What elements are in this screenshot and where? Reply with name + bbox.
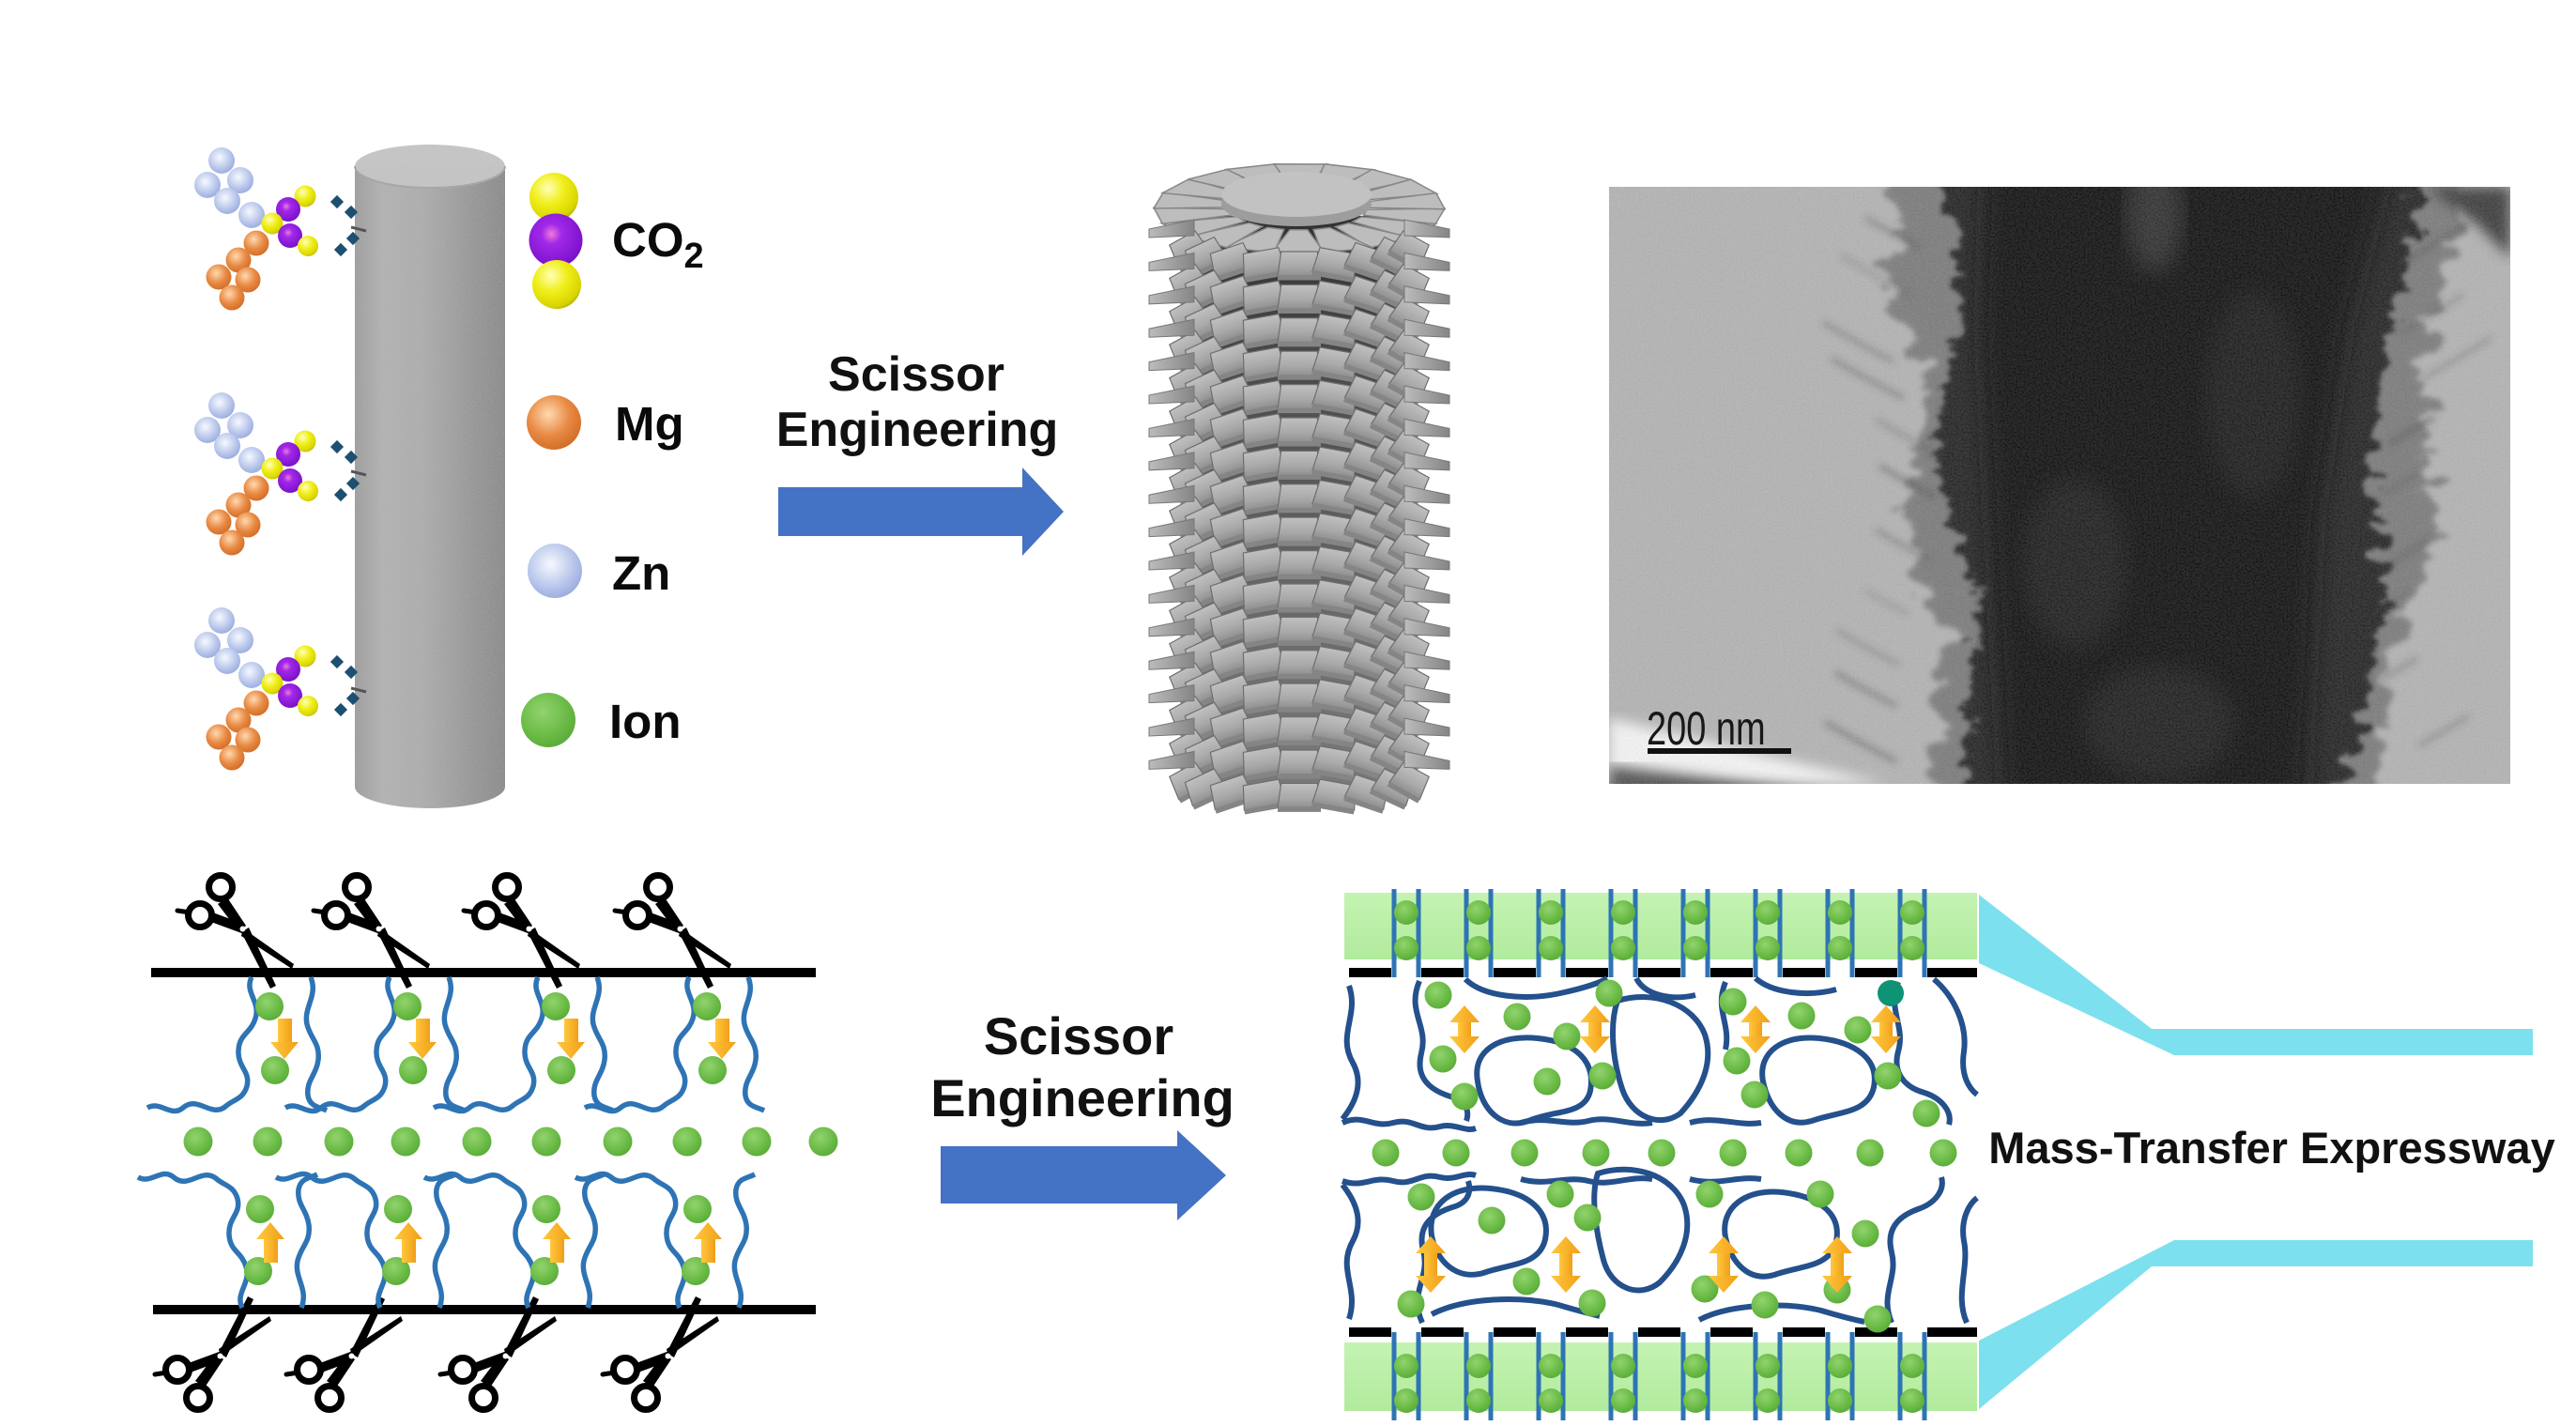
svg-text:Mass-Transfer Expressway: Mass-Transfer Expressway — [1988, 1123, 2555, 1173]
svg-text:Scissor: Scissor — [984, 1006, 1173, 1066]
svg-text:Ion: Ion — [609, 695, 681, 748]
svg-text:Zn: Zn — [612, 546, 670, 600]
svg-text:Engineering: Engineering — [930, 1068, 1234, 1127]
svg-text:Scissor: Scissor — [828, 347, 1004, 402]
svg-text:Engineering: Engineering — [776, 403, 1058, 457]
svg-text:Mg: Mg — [615, 397, 684, 451]
svg-text:200 nm: 200 nm — [1647, 703, 1766, 755]
